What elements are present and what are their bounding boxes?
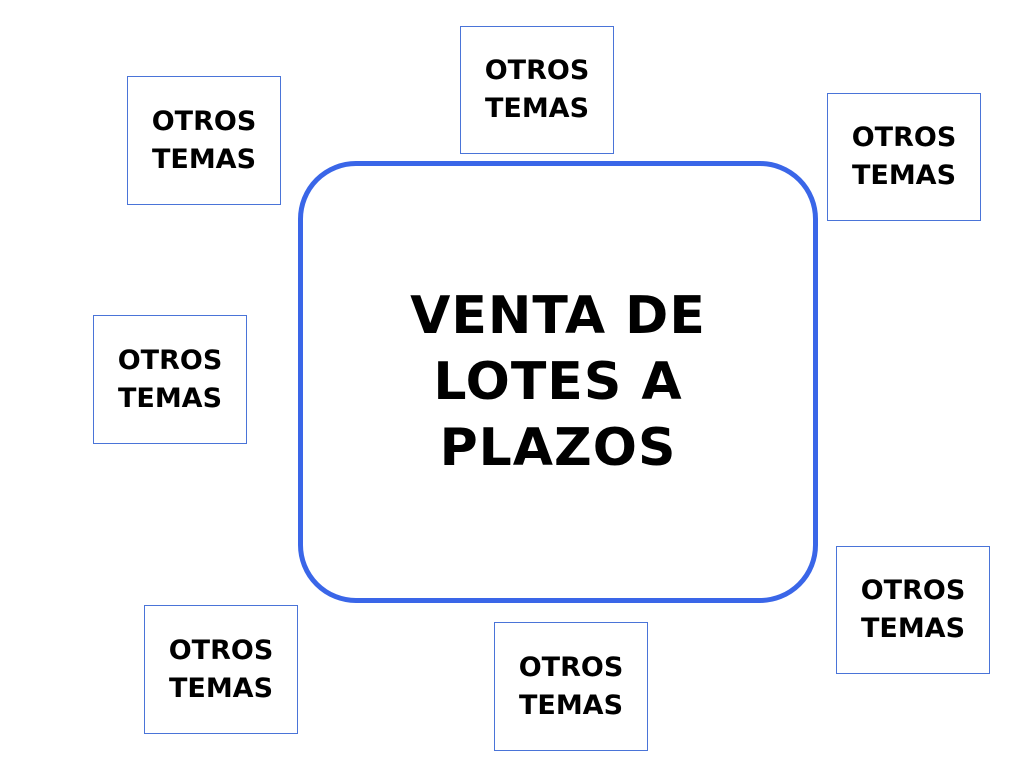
topic-label: OTROS TEMAS: [168, 634, 274, 704]
topic-box-bottom-right: OTROS TEMAS: [836, 546, 990, 674]
topic-box-top: OTROS TEMAS: [460, 26, 614, 154]
topic-box-top-left: OTROS TEMAS: [127, 76, 281, 205]
topic-label: OTROS TEMAS: [151, 105, 257, 175]
topic-box-bottom-left: OTROS TEMAS: [144, 605, 298, 734]
topic-box-bottom: OTROS TEMAS: [494, 622, 648, 751]
topic-box-top-right: OTROS TEMAS: [827, 93, 981, 221]
central-topic-title: VENTA DE LOTES A PLAZOS: [410, 286, 706, 478]
topic-box-left: OTROS TEMAS: [93, 315, 247, 444]
topic-label: OTROS TEMAS: [117, 344, 223, 414]
topic-label: OTROS TEMAS: [484, 55, 590, 124]
central-topic-box: VENTA DE LOTES A PLAZOS: [298, 161, 818, 603]
topic-label: OTROS TEMAS: [860, 575, 966, 644]
topic-label: OTROS TEMAS: [851, 122, 957, 191]
topic-label: OTROS TEMAS: [518, 651, 624, 721]
